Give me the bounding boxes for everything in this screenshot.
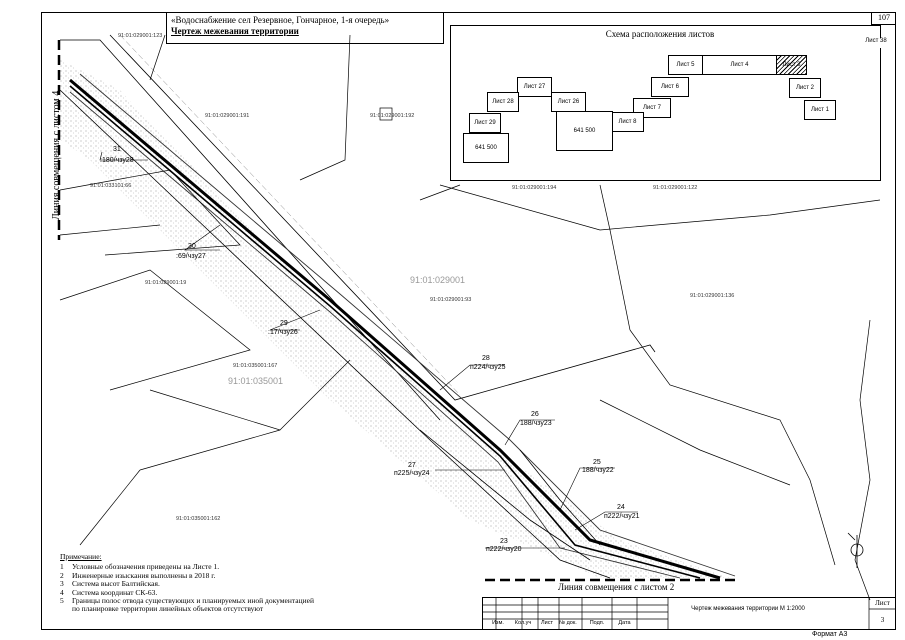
corner-sheet-number: 107 (871, 12, 896, 25)
point-number: 26 (531, 411, 539, 418)
point-number: 27 (408, 462, 416, 469)
scheme-sheet-28: Лист 28 (487, 92, 519, 112)
point-code: :69/чзу27 (176, 253, 206, 260)
point-code: п222/чзу20 (486, 546, 522, 553)
note-item: по планировке территории линейных объект… (72, 604, 264, 614)
point-code: 188/чзу23 (520, 420, 552, 427)
point-code: п225/чзу24 (394, 470, 430, 477)
stamp-col-date: Дата (618, 620, 631, 626)
scheme-sheet-2: Лист 2 (789, 78, 821, 98)
point-number: 31 (113, 146, 121, 153)
title-stamp (482, 597, 896, 630)
point-number: 30 (188, 243, 196, 250)
cadastral-label: 91:01:029001:191 (205, 113, 250, 119)
stamp-col-kol: Кол.уч (514, 620, 532, 626)
stamp-col-doc: № док. (559, 620, 577, 626)
scheme-sheet-8: Лист 8 (611, 112, 644, 132)
point-code: :180/чзу28 (100, 157, 134, 164)
scheme-sheet-27: Лист 27 (517, 77, 552, 97)
scheme-sheet-26: Лист 26 (551, 92, 586, 112)
cadastral-label: 91:01:029001:194 (512, 185, 557, 191)
terrain-area (60, 60, 730, 578)
notes-title: Примечание: (60, 552, 102, 561)
point-code: 188/чзу22 (582, 467, 614, 474)
point-number: 29 (280, 320, 288, 327)
scheme-sheet-3-current: Лист 3 (776, 55, 807, 75)
cadastral-label: 91:01:035001:167 (233, 363, 278, 369)
point-number: 24 (617, 504, 625, 511)
scheme-sheet-6: Лист 6 (651, 77, 689, 97)
cadastral-label: 91:01:029001:123 (118, 33, 163, 39)
scheme-sheet-5: Лист 5 (668, 55, 703, 75)
cadastral-label: 91:01:029001:192 (370, 113, 415, 119)
scheme-title: Схема расположения листов (605, 29, 715, 39)
paper-format: Формат А3 (812, 631, 848, 638)
point-number: 28 (482, 355, 490, 362)
cadastral-block-label: 91:01:035001 (228, 376, 284, 386)
scheme-block-641500-mid: 641 500 (556, 111, 613, 151)
cadastral-label: 91:01:029001:122 (653, 185, 698, 191)
scheme-block-641500-left: 641 500 (463, 133, 509, 163)
stamp-col-izm: Изм. (492, 620, 504, 626)
combine-line-bottom-label: Линия совмещения с листом 2 (556, 582, 677, 592)
scheme-sheet-4: Лист 4 (702, 55, 777, 75)
title-block: «Водоснабжение сел Резервное, Гончарное,… (166, 12, 444, 44)
cadastral-block-label: 91:01:029001 (410, 275, 466, 285)
scheme-sheet-1: Лист 1 (804, 100, 836, 120)
stamp-sheet-label: Лист (875, 599, 890, 607)
scheme-sheet-29: Лист 29 (469, 113, 501, 133)
point-number: 23 (500, 538, 508, 545)
stamp-sheet-number: 3 (880, 616, 885, 624)
stamp-col-sign: Подп. (589, 620, 605, 626)
cadastral-label: 91:01:033101:66 (90, 183, 132, 189)
combine-line-left-label: Линия совмещения с листом 4 (51, 90, 62, 220)
cadastral-label: 91:01:029001:93 (430, 297, 472, 303)
drawing-title: Чертеж межевания территории (171, 26, 299, 36)
north-arrow-icon (847, 532, 864, 568)
stamp-drawing-title: Чертеж межевания территории М 1:2000 (691, 606, 805, 612)
stamp-grid (482, 597, 896, 630)
scheme-sheet-38: Лист 38 (865, 38, 887, 48)
cadastral-label: 91:01:035001:162 (176, 516, 221, 522)
drawing-frame (41, 12, 896, 630)
cadastral-label: 91:01:029001:136 (690, 293, 735, 299)
point-number: 25 (593, 459, 601, 466)
point-code: п224/чзу25 (470, 364, 506, 371)
point-code: п222/чзу21 (604, 513, 640, 520)
point-code: :17/чзу26 (268, 329, 298, 336)
stamp-col-list: Лист (541, 620, 553, 626)
cadastral-label: 91:01:029001:19 (145, 280, 187, 286)
project-title: «Водоснабжение сел Резервное, Гончарное,… (171, 15, 390, 25)
